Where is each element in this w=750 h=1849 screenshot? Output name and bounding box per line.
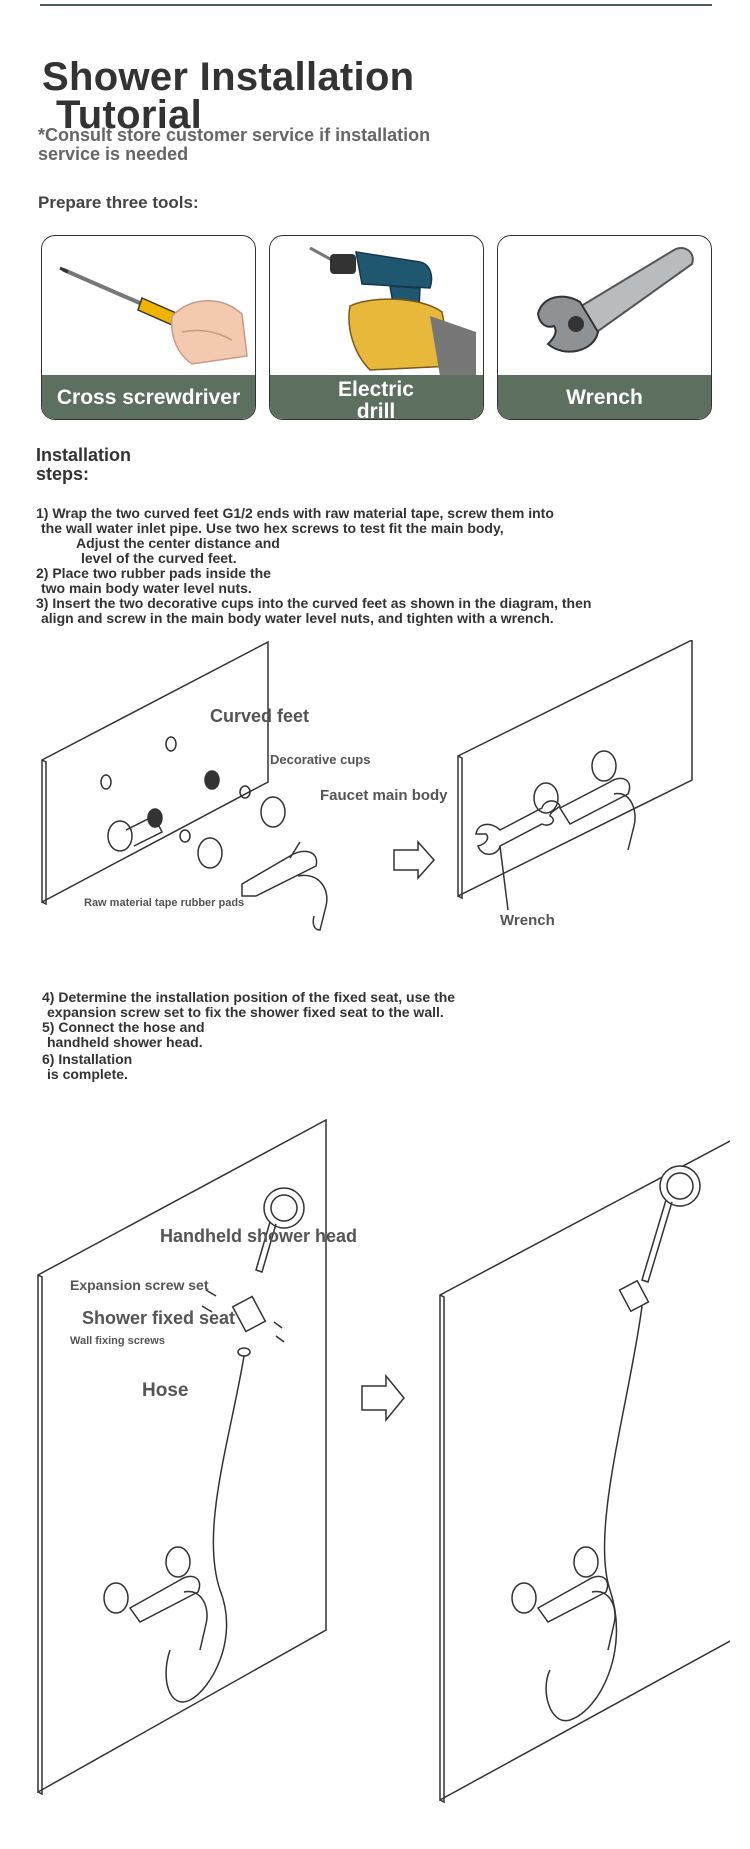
label-handheld-shower-head: Handheld shower head <box>160 1226 357 1246</box>
step-line: 4) Determine the installation position o… <box>42 989 456 1005</box>
tool-label-wrench: Wrench <box>566 386 643 409</box>
tool-label-drill: Electric drill <box>338 379 414 419</box>
wall-panel-left <box>37 1118 327 1794</box>
step-line: expansion screw set to fix the shower fi… <box>47 1004 444 1020</box>
label-shower-fixed-seat: Shower fixed seat <box>82 1308 235 1328</box>
step-line: two main body water level nuts. <box>41 580 252 596</box>
step-line: 3) Insert the two decorative cups into t… <box>36 595 592 611</box>
arrow-right-icon <box>393 840 436 880</box>
step-line: is complete. <box>47 1066 128 1082</box>
screwdriver-icon <box>59 266 248 365</box>
arrow-right-icon <box>361 1373 405 1423</box>
decorative-cup-icon <box>260 796 286 828</box>
label-curved-feet: Curved feet <box>210 706 309 726</box>
shower-head-icon <box>263 1187 305 1229</box>
tool-label-band <box>270 375 483 419</box>
tool-card-screwdriver: Cross screwdriver <box>41 235 256 420</box>
drill-icon <box>309 246 476 376</box>
label-hose: Hose <box>142 1380 188 1401</box>
step-line: 2) Place two rubber pads inside the <box>36 565 271 581</box>
steps-heading-text: Installation steps: <box>36 445 132 484</box>
title-line-1: Shower Installation <box>42 55 415 99</box>
step-line: 6) Installation <box>42 1051 133 1067</box>
tool-label-band <box>42 375 255 419</box>
wrench-diagram-icon <box>475 800 561 855</box>
steps-list-2: 4) Determine the installation position o… <box>42 990 622 1082</box>
curved-foot-icon <box>147 808 163 828</box>
tool-label-screwdriver: Cross screwdriver <box>56 386 241 409</box>
tools-heading: Prepare three tools: <box>38 193 199 212</box>
shower-head-installation-diagram: Handheld shower head Expansion screw set… <box>37 1118 730 1804</box>
step-line: the wall water inlet pipe. Use two hex s… <box>41 520 504 536</box>
wall-panel-right <box>457 640 693 898</box>
fixed-seat-icon <box>231 1295 267 1333</box>
tool-card-wrench: Wrench <box>497 235 712 420</box>
label-decorative-cups: Decorative cups <box>270 752 370 767</box>
label-faucet-main-body: Faucet main body <box>320 787 448 804</box>
label-wall-screws: Wall fixing screws <box>70 1335 165 1347</box>
label-expansion-screw: Expansion screw set <box>70 1277 209 1293</box>
step-line: align and screw in the main body water l… <box>41 610 554 626</box>
wall-panel-left <box>41 640 269 904</box>
wall-panel-right <box>439 1140 730 1802</box>
hose-icon <box>165 1355 245 1703</box>
step-line: 5) Connect the hose and <box>42 1019 205 1035</box>
step-line: level of the curved feet. <box>81 550 237 566</box>
faucet-installation-diagram: Curved feet Decorative cups Faucet main … <box>41 640 693 931</box>
page-title: Shower Installation Tutorial <box>42 55 415 137</box>
step-line: handheld shower head. <box>47 1034 203 1050</box>
label-wrench: Wrench <box>500 912 555 929</box>
wrench-icon <box>536 246 694 353</box>
step-line: Adjust the center distance and <box>76 535 280 551</box>
title-line-2: Tutorial <box>56 93 203 137</box>
service-note: *Consult store customer service if insta… <box>38 125 431 164</box>
tool-card-drill: Electric drill <box>269 235 484 420</box>
tool-label-band <box>498 375 711 419</box>
label-raw-tape: Raw material tape rubber pads <box>84 897 244 909</box>
steps-heading: Installation steps: <box>36 446 166 484</box>
top-divider <box>40 4 712 6</box>
faucet-body-icon <box>241 850 318 897</box>
curved-foot-icon <box>204 770 220 790</box>
steps-list-1: 1) Wrap the two curved feet G1/2 ends wi… <box>36 506 726 626</box>
step-line: 1) Wrap the two curved feet G1/2 ends wi… <box>36 505 554 521</box>
